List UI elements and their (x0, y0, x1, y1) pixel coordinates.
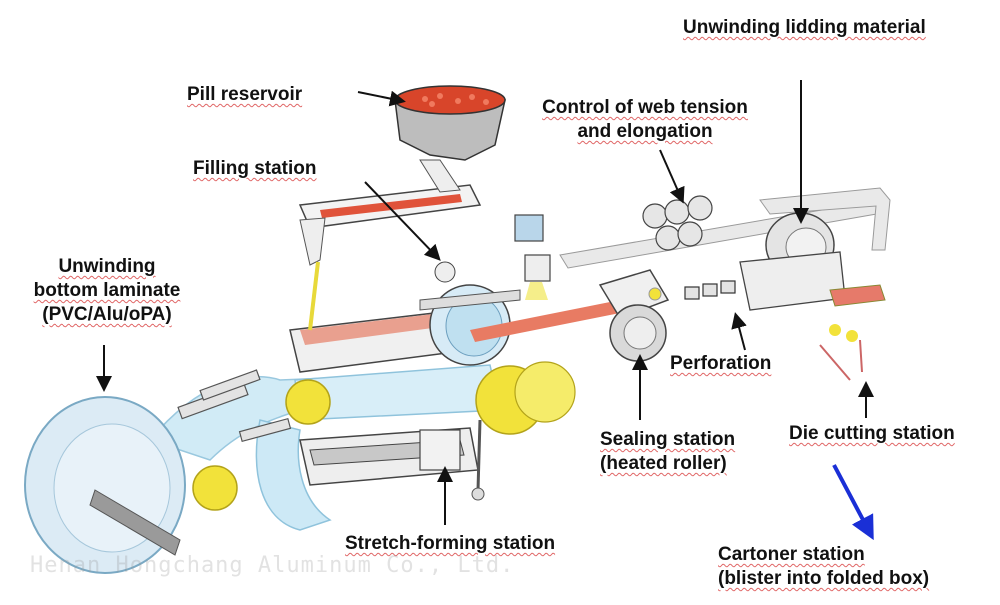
die-cutting-station (739, 251, 886, 381)
unwinding-bottom-label: Unwinding bottom laminate (PVC/Alu/oPA) (33, 256, 181, 325)
label-arrows (96, 80, 874, 525)
filling-chute (298, 159, 482, 331)
unwinding-lidding-label: Unwinding lidding material (683, 17, 926, 38)
filling-station-label: Filling station (193, 158, 317, 179)
perforation-label: Perforation (670, 353, 772, 374)
sealing-station-label: Sealing station (heated roller) (600, 429, 736, 474)
stretch-forming-label: Stretch-forming station (345, 533, 556, 554)
product-web (470, 300, 625, 342)
pill-reservoir-label: Pill reservoir (187, 84, 303, 105)
cartoner-arrow (832, 464, 874, 541)
die-cutting-label: Die cutting station (789, 423, 955, 444)
forming-rollers (285, 361, 576, 435)
guide-rollers (177, 369, 292, 443)
control-web-label: Control of web tension and elongation (542, 97, 748, 142)
pill-reservoir (394, 85, 506, 161)
stretch-forming-machine (299, 419, 485, 501)
watermark: Henan Hongchang Aluminum Co., Ltd. (30, 553, 515, 578)
sealing-station (598, 269, 670, 362)
sensor-unit (514, 214, 551, 300)
cartoner-label: Cartoner station (blister into folded bo… (718, 544, 930, 589)
perforation-units (684, 280, 736, 300)
bottom-laminate-roll (24, 396, 238, 574)
tension-rollers (642, 195, 713, 251)
filling-machine (289, 261, 521, 373)
